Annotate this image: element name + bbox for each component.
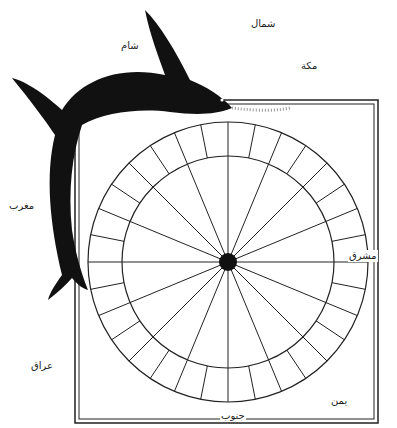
- ring-divider: [287, 146, 306, 174]
- fish-eye: [220, 98, 223, 101]
- spoke: [228, 262, 303, 337]
- spoke: [228, 187, 303, 262]
- ring-divider: [129, 163, 153, 187]
- direction-label: مغرب: [8, 200, 35, 212]
- ring-divider: [287, 350, 306, 378]
- outer-ring: [88, 122, 368, 402]
- ring-divider: [269, 133, 282, 164]
- ring-divider: [88, 262, 122, 263]
- ring-divider: [150, 350, 169, 378]
- compass-wheel: [88, 122, 368, 402]
- inner-square: [79, 104, 374, 419]
- direction-label: يمن: [330, 395, 348, 407]
- ring-divider: [129, 337, 153, 361]
- ring-divider: [326, 303, 357, 316]
- ring-divider: [326, 208, 357, 221]
- ring-divider: [91, 283, 124, 290]
- spoke: [228, 262, 229, 368]
- direction-label: عراق: [30, 360, 54, 372]
- ring-divider: [112, 184, 140, 203]
- spoke: [187, 164, 228, 262]
- center-dot: [219, 253, 237, 271]
- ring-divider: [201, 125, 208, 158]
- ring-divider: [201, 366, 208, 399]
- spoke: [122, 262, 228, 263]
- direction-label: مكة: [300, 60, 318, 72]
- ring-divider: [303, 337, 327, 361]
- spoke: [153, 187, 228, 262]
- ring-divider: [316, 184, 344, 203]
- spoke: [228, 221, 326, 262]
- fish-figure: [12, 10, 232, 300]
- ring-divider: [174, 133, 187, 164]
- direction-label: جنوب: [220, 410, 246, 422]
- spoke: [130, 262, 228, 303]
- ring-divider: [332, 235, 365, 242]
- ring-divider: [174, 360, 187, 391]
- ring-divider: [99, 208, 130, 221]
- ring-divider: [150, 146, 169, 174]
- outer-square: [75, 100, 378, 423]
- spoke: [228, 262, 334, 263]
- direction-label: شام: [120, 40, 140, 52]
- spoke: [153, 262, 228, 337]
- ring-divider: [316, 321, 344, 340]
- ring-divider: [303, 163, 327, 187]
- ring-divider: [91, 235, 124, 242]
- direction-label: شمال: [250, 18, 276, 30]
- ring-divider: [99, 303, 130, 316]
- ring-divider: [249, 125, 256, 158]
- ring-divider: [228, 368, 229, 402]
- ring-divider: [249, 366, 256, 399]
- direction-label: مشرق: [348, 250, 378, 262]
- ring-divider: [112, 321, 140, 340]
- spoke: [228, 262, 269, 360]
- ring-divider: [269, 360, 282, 391]
- inner-ring: [122, 156, 334, 368]
- ring-divider: [332, 283, 365, 290]
- ring-divider: [228, 122, 229, 156]
- fish-shadow: [232, 108, 290, 110]
- spoke: [228, 156, 229, 262]
